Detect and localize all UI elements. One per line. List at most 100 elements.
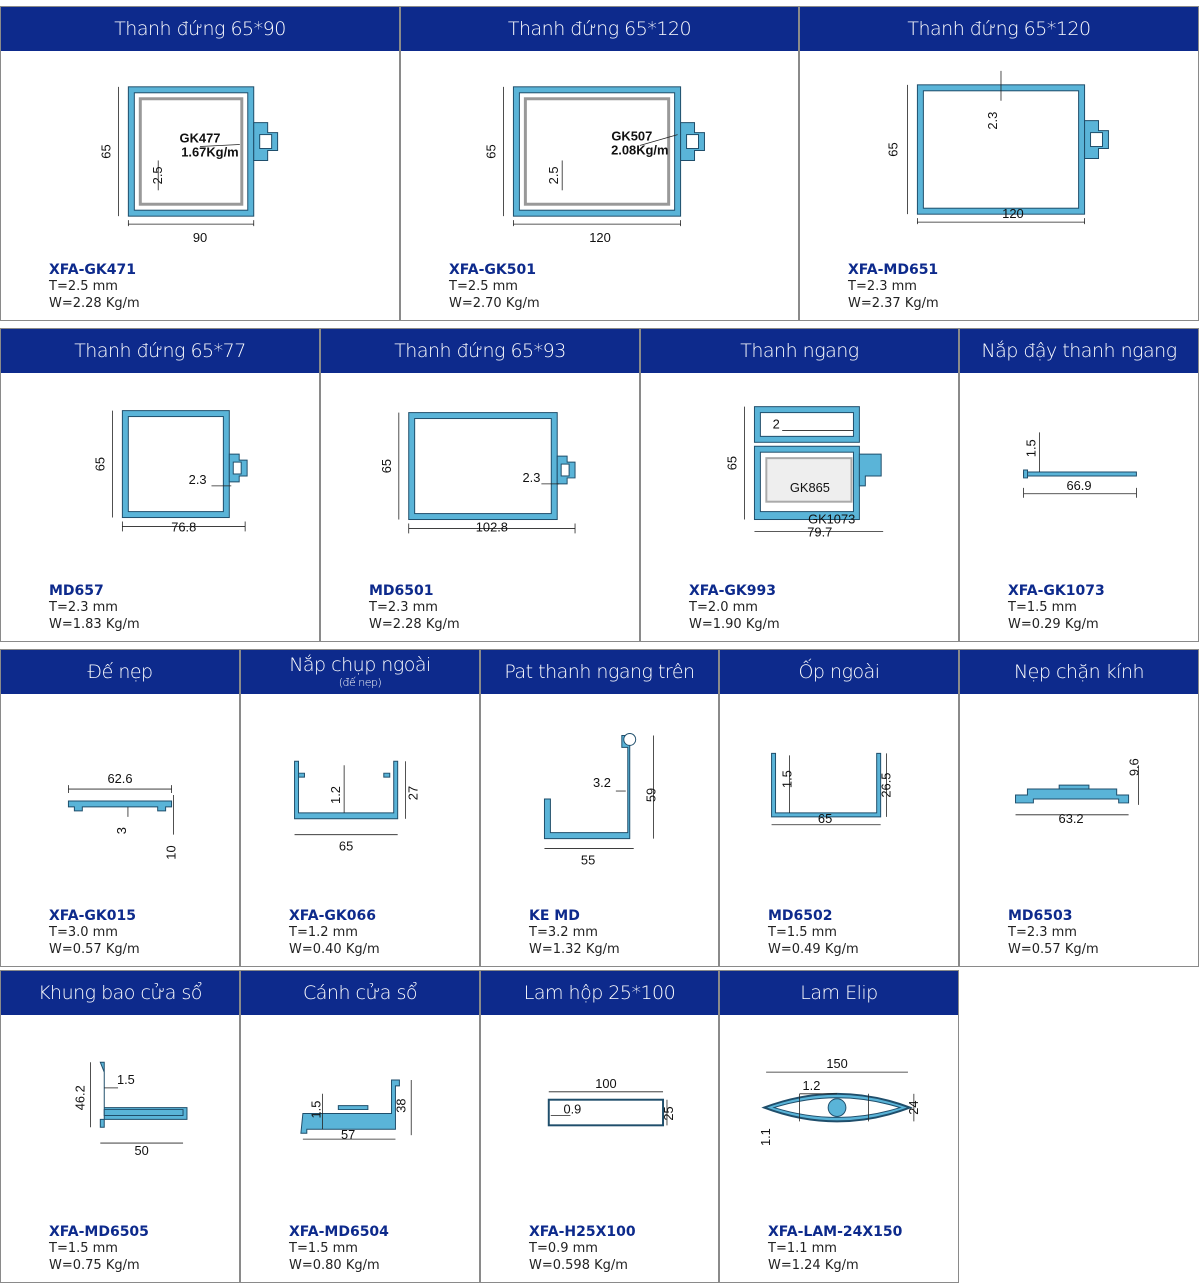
dimension-label: 57 <box>341 1127 355 1142</box>
profile-shape <box>765 457 853 503</box>
profile-shape <box>922 90 1080 209</box>
profile-weight: W=2.37 Kg/m <box>848 296 939 311</box>
profile-title: Thanh đứng 65*90 <box>114 17 286 40</box>
profile-shape <box>99 1061 188 1128</box>
dimension-label: 65 <box>725 456 740 470</box>
dimension-label: 66.9 <box>1066 478 1091 493</box>
profile-title: Nắp chụp ngoài <box>289 654 431 676</box>
dimension-label: 1.2 <box>328 786 343 804</box>
dimension-label: 3 <box>114 827 129 834</box>
profile-title: Thanh đứng 65*93 <box>394 339 566 362</box>
profile-title: Thanh ngang <box>740 339 859 362</box>
profile-card: Nắp đậy thanh ngang 1.5 66.9 XFA-GK1073 … <box>959 328 1199 642</box>
profile-drawing: 9.6 63.2 <box>960 694 1198 896</box>
dimension-label: 65 <box>98 144 113 158</box>
profile-title-bar: Thanh đứng 65*90 <box>1 7 399 51</box>
profile-drawing: 65 120 2.3 <box>800 51 1198 250</box>
dimension-label: 1.2 <box>803 1078 821 1093</box>
profile-thickness: T=1.1 mm <box>768 1241 837 1256</box>
profile-card: Pat thanh ngang trên 59 3.2 55 KE MD T=3… <box>480 649 719 967</box>
dimension-label: 1.5 <box>779 770 794 788</box>
dimension-label: 150 <box>826 1056 847 1071</box>
profile-title-bar: Thanh đứng 65*93 <box>321 329 639 373</box>
profile-code: KE MD <box>529 908 580 924</box>
dimension-label: 25 <box>661 1106 676 1120</box>
profile-weight: W=0.57 Kg/m <box>1008 942 1099 957</box>
dimension-label: 65 <box>886 142 901 156</box>
profile-title-bar: Khung bao cửa sổ <box>1 971 239 1015</box>
profile-weight: W=2.28 Kg/m <box>369 617 460 632</box>
profile-card: Đế nẹp 62.6 3 10 XFA-GK015 T=3.0 mm W=0.… <box>0 649 240 967</box>
profile-section-svg: 62.6 3 10 <box>67 771 179 860</box>
profile-title: Lam Elip <box>800 981 878 1004</box>
profile-card: Nẹp chặn kính 9.6 63.2 MD6503 T=2.3 mm W… <box>959 649 1199 967</box>
profile-drawing: 62.6 3 10 <box>1 694 239 896</box>
profile-title-bar: Lam Elip <box>720 971 958 1015</box>
dimension-label: 2.3 <box>985 112 1000 130</box>
profile-drawing: 1.5 66.9 <box>960 373 1198 571</box>
dimension-label: 120 <box>1002 206 1024 221</box>
profile-thickness: T=2.5 mm <box>49 279 118 294</box>
dimension-label: 2.08Kg/m <box>611 142 668 157</box>
profile-title-bar: Ốp ngoài <box>720 650 958 694</box>
profile-title: Khung bao cửa sổ <box>38 981 202 1004</box>
profile-section-svg: 65 120 2.3 <box>886 70 1109 225</box>
profile-drawing: 65 76.8 2.3 <box>1 373 319 571</box>
profile-weight: W=1.90 Kg/m <box>689 617 780 632</box>
profile-drawing: 59 3.2 55 <box>481 694 718 896</box>
profile-section-svg: 65 102.8 2.3 <box>379 412 576 534</box>
dimension-label: 10 <box>164 845 179 859</box>
profile-weight: W=0.75 Kg/m <box>49 1258 140 1273</box>
profile-shape <box>67 800 173 812</box>
profile-shape <box>414 418 552 515</box>
profile-card: Thanh đứng 65*120 65 120 2.3 XFA-MD651 T… <box>799 6 1199 321</box>
dimension-label: 62.6 <box>107 771 132 786</box>
profile-subtitle: (đế nẹp) <box>338 676 382 689</box>
profile-drawing: 1.5 26.5 65 <box>720 694 958 896</box>
profile-section-svg: 150 1.2 24 1.1 <box>758 1056 921 1146</box>
profile-card: Ốp ngoài 1.5 26.5 65 MD6502 T=1.5 mm W=0… <box>719 649 959 967</box>
profile-weight: W=2.28 Kg/m <box>49 296 140 311</box>
profile-weight: W=1.83 Kg/m <box>49 617 140 632</box>
profile-shape <box>1023 471 1137 477</box>
dimension-label: 59 <box>644 788 659 802</box>
profile-shape <box>298 772 305 778</box>
dimension-label: 65 <box>93 457 108 471</box>
dimension-label: 1.1 <box>758 1128 773 1146</box>
profile-weight: W=0.29 Kg/m <box>1008 617 1099 632</box>
profile-code: MD6501 <box>369 583 434 599</box>
profile-code: XFA-GK501 <box>449 262 536 278</box>
profile-title-bar: Lam hộp 25*100 <box>481 971 718 1015</box>
profile-title-bar: Thanh đứng 65*120 <box>401 7 798 51</box>
profile-shape <box>686 134 699 150</box>
dimension-label: GK507 <box>611 129 652 144</box>
profile-thickness: T=0.9 mm <box>529 1241 598 1256</box>
profile-shape <box>294 760 399 820</box>
dimension-label: 63.2 <box>1059 811 1084 826</box>
profile-title-bar: Đế nẹp <box>1 650 239 694</box>
profile-weight: W=0.49 Kg/m <box>768 942 859 957</box>
profile-thickness: T=2.3 mm <box>369 600 438 615</box>
profile-thickness: T=3.2 mm <box>529 925 598 940</box>
profile-thickness: T=2.3 mm <box>49 600 118 615</box>
profile-shape <box>771 752 882 818</box>
profile-drawing: 150 1.2 24 1.1 <box>720 1015 958 1212</box>
dimension-label: 65 <box>339 839 353 854</box>
dimension-label: 9.6 <box>1127 758 1142 776</box>
profile-title: Thanh đứng 65*77 <box>74 339 246 362</box>
profile-drawing: 100 0.9 25 <box>481 1015 718 1212</box>
dimension-label: 55 <box>581 852 595 867</box>
dimension-label: 2.5 <box>150 166 165 184</box>
profile-card: Nắp chụp ngoài(đế nẹp) 1.2 27 65 XFA-GK0… <box>240 649 480 967</box>
dimension-label: 24 <box>906 1100 921 1114</box>
profile-code: XFA-MD6505 <box>49 1224 149 1240</box>
profile-shape <box>127 416 224 513</box>
profile-shape <box>103 1109 184 1116</box>
dimension-label: 27 <box>406 786 421 800</box>
profile-shape <box>523 97 671 206</box>
profile-title-bar: Nẹp chặn kính <box>960 650 1198 694</box>
profile-shape <box>543 735 635 840</box>
